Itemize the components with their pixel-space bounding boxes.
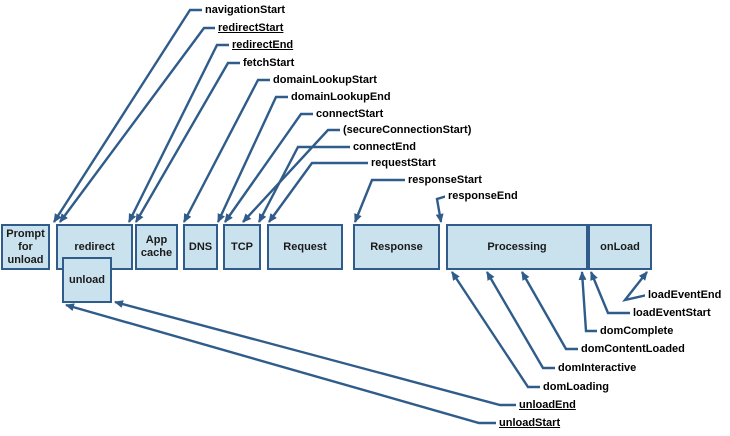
event-label-domainlookupstart: domainLookupStart bbox=[270, 72, 387, 88]
timeline-segment-response: Response bbox=[353, 224, 440, 270]
timeline-segment-prompt-for-unload: Prompt for unload bbox=[1, 224, 50, 270]
arrow-redirectend bbox=[127, 43, 231, 223]
timeline-segment-label: Processing bbox=[487, 240, 547, 253]
timeline-segment-label: redirect bbox=[74, 240, 115, 253]
event-label-responseend: responseEnd bbox=[445, 188, 528, 204]
event-label-fetchstart: fetchStart bbox=[240, 55, 305, 71]
timeline-segment-label: Prompt for unload bbox=[6, 227, 45, 266]
event-label-dominteractive: domInteractive bbox=[555, 360, 647, 376]
event-label-connectend: connectEnd bbox=[350, 139, 426, 155]
event-label-unloadend: unloadEnd bbox=[516, 397, 586, 413]
arrow-responseend bbox=[435, 194, 448, 223]
arrow-domainlookupend bbox=[216, 95, 290, 223]
event-label-domloading: domLoading bbox=[540, 379, 619, 395]
timeline-segment-tcp: TCP bbox=[223, 224, 261, 270]
event-label-navigationstart: navigationStart bbox=[202, 2, 296, 18]
arrow-domcomplete bbox=[578, 271, 599, 333]
arrow-loadeventend bbox=[621, 271, 648, 302]
arrow-unloadend bbox=[114, 300, 518, 407]
arrow-domainlookupstart bbox=[182, 78, 272, 223]
arrow-domcontentloaded bbox=[520, 271, 580, 351]
arrow-responsestart bbox=[353, 178, 407, 223]
timeline-segment-label: onLoad bbox=[600, 240, 640, 253]
arrow-unloadstart bbox=[65, 303, 498, 425]
event-label-loadeventend: loadEventEnd bbox=[645, 287, 730, 303]
event-label-secureconnectionstart: (secureConnectionStart) bbox=[340, 122, 482, 138]
arrow-secureconnectionstart bbox=[242, 128, 342, 223]
timeline-segment-label: unload bbox=[68, 273, 106, 286]
event-label-domainlookupend: domainLookupEnd bbox=[288, 89, 401, 105]
timeline-segment-label: TCP bbox=[231, 240, 253, 253]
timeline-segment-label: DNS bbox=[188, 240, 213, 253]
timeline-segment-dns: DNS bbox=[183, 224, 218, 270]
arrow-navigationstart bbox=[52, 8, 204, 223]
timeline-segment-processing: Processing bbox=[446, 224, 588, 270]
arrow-connectend bbox=[257, 145, 352, 223]
arrow-connectstart bbox=[224, 112, 315, 223]
timeline-segment-label: Request bbox=[283, 240, 327, 253]
event-label-domcontentloaded: domContentLoaded bbox=[578, 341, 695, 357]
event-label-domcomplete: domComplete bbox=[597, 323, 684, 339]
arrow-loadeventstart bbox=[589, 271, 632, 315]
event-label-connectstart: connectStart bbox=[313, 106, 394, 122]
event-label-redirectend: redirectEnd bbox=[229, 37, 304, 53]
event-label-unloadstart: unloadStart bbox=[496, 415, 571, 431]
timeline-segment-onload: onLoad bbox=[588, 224, 652, 270]
arrow-domloading bbox=[450, 271, 542, 389]
event-label-loadeventstart: loadEventStart bbox=[630, 305, 721, 321]
timeline-segment-unload: unload bbox=[62, 257, 112, 303]
arrow-requeststart bbox=[268, 161, 370, 223]
arrow-redirectstart bbox=[59, 26, 217, 223]
timeline-segment-app-cache: App cache bbox=[135, 224, 178, 270]
timeline-segment-label: Response bbox=[370, 240, 423, 253]
arrow-dominteractive bbox=[485, 271, 557, 370]
event-label-redirectstart: redirectStart bbox=[215, 20, 294, 36]
timeline-segment-request: Request bbox=[267, 224, 343, 270]
arrow-fetchstart bbox=[134, 61, 242, 223]
event-label-responsestart: responseStart bbox=[405, 172, 492, 188]
timeline-segment-label: App cache bbox=[140, 234, 173, 259]
event-label-requeststart: requestStart bbox=[368, 155, 446, 171]
